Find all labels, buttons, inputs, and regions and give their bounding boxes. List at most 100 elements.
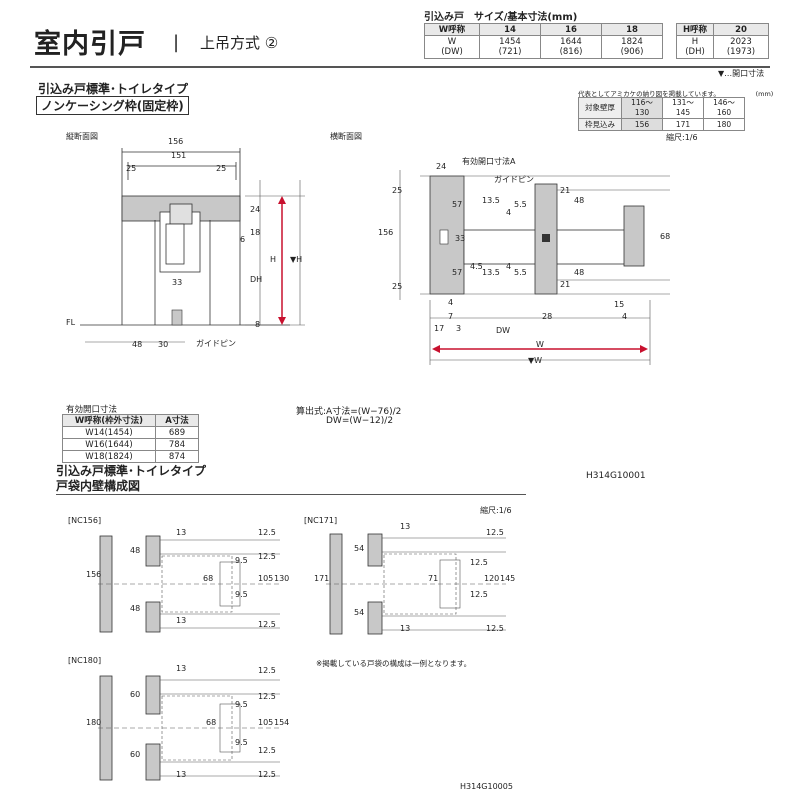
table-cell: 156 xyxy=(621,118,663,131)
dim-33: 33 xyxy=(172,278,183,287)
table-cell: 146～160 xyxy=(703,97,745,119)
nc156-dim-48-top: 48 xyxy=(130,546,141,555)
formula-line2: DW=(W−12)/2 xyxy=(326,416,394,426)
nc156-dim-130: 130 xyxy=(274,574,290,583)
dim-48: 48 xyxy=(132,340,143,349)
nc171-dim-12-5-top: 12.5 xyxy=(470,558,488,567)
h-dim-4-low: 4 xyxy=(448,298,454,307)
h-dim-W: W xyxy=(536,340,544,349)
h-dim-4-bottom: 4 xyxy=(506,262,512,271)
guide-pin-label: ガイドピン xyxy=(196,339,236,348)
h-dim-13-5-top: 13.5 xyxy=(482,196,500,205)
table-cell: A寸法 xyxy=(155,414,199,427)
nc171-dim-12-5-b: 12.5 xyxy=(486,624,504,633)
h-dim-25-top: 25 xyxy=(392,186,403,195)
h-dim-21-bottom: 21 xyxy=(560,280,571,289)
h-dim-28: 28 xyxy=(542,312,553,321)
h-dim-13-5-bottom: 13.5 xyxy=(482,268,500,277)
nc180-dim-12-5-b: 12.5 xyxy=(258,692,276,701)
nc171-dim-12-5-a: 12.5 xyxy=(486,528,504,537)
header-divider xyxy=(30,66,770,68)
opening-table: W呼称(枠外寸法) A寸法 W14(1454) 689 W16(1644) 78… xyxy=(62,414,199,463)
nc156-label: [NC156] xyxy=(68,516,102,525)
table-row: W18(1824) 874 xyxy=(62,450,199,463)
section2-note: ※掲載している戸袋の構成は一例となります。 xyxy=(316,659,472,668)
table-row: W16(1644) 784 xyxy=(62,438,199,451)
table-cell: 784 xyxy=(155,438,199,451)
frame-type-box: ノンケーシング枠(固定枠) xyxy=(36,96,189,115)
h-dim-21-top: 21 xyxy=(560,186,571,195)
dim-156: 156 xyxy=(168,137,184,146)
nc156-dim-13-top: 13 xyxy=(176,528,187,537)
nc180-dim-60-bottom: 60 xyxy=(130,750,141,759)
section2-code: H314G10001 xyxy=(586,471,646,481)
nc180-dim-13-top: 13 xyxy=(176,664,187,673)
section2-scale: 縮尺:1/6 xyxy=(480,506,512,515)
page-subtitle: 上吊方式 ② xyxy=(200,34,279,52)
size-table-row: H (DH) 2023 (1973) xyxy=(676,35,769,59)
nc156-dim-156: 156 xyxy=(86,570,102,579)
nc180-dim-13-bottom: 13 xyxy=(176,770,187,779)
horizontal-section-drawing xyxy=(399,170,670,365)
horizontal-section-label: 横断面図 xyxy=(330,132,362,141)
table-cell: 180 xyxy=(703,118,745,131)
nc171-drawing xyxy=(326,533,506,635)
nc156-drawing xyxy=(98,535,280,633)
size-table-header-row: H呼称 20 xyxy=(676,23,769,36)
table-cell: W14(1454) xyxy=(62,426,156,439)
section2-subtitle: 戸袋内壁構成図 xyxy=(56,479,141,493)
nc180-dim-9-5-bottom: 9.5 xyxy=(235,738,248,747)
table-cell: 116～130 xyxy=(621,97,663,119)
dim-24: 24 xyxy=(250,205,261,214)
h-dim-4-top: 4 xyxy=(506,208,512,217)
table-cell: W18(1824) xyxy=(62,450,156,463)
table-cell: H (DH) xyxy=(676,35,714,59)
vertical-section-drawing xyxy=(80,148,305,343)
section2-title: 引込み戸標準･トイレタイプ xyxy=(56,464,207,478)
dim-18: 18 xyxy=(250,228,261,237)
dim-25-left: 25 xyxy=(126,164,137,173)
nc156-dim-9-5-bottom: 9.5 xyxy=(235,590,248,599)
h-dim-4-right: 4 xyxy=(622,312,628,321)
wall-table-row: 枠見込み 156 171 180 xyxy=(578,118,745,131)
nc171-dim-13-top: 13 xyxy=(400,522,411,531)
nc180-dim-180: 180 xyxy=(86,718,102,727)
h-guide-pin-label: ガイドピン xyxy=(494,175,534,184)
h-dim-24: 24 xyxy=(436,162,447,171)
nc171-dim-54-bottom: 54 xyxy=(354,608,365,617)
nc171-dim-171: 171 xyxy=(314,574,330,583)
dim-6: 6 xyxy=(240,235,246,244)
section2-divider xyxy=(56,494,526,495)
table-cell: 14 xyxy=(479,23,541,36)
effective-opening-label: 有効開口寸法A xyxy=(462,157,516,166)
table-cell: 枠見込み xyxy=(578,118,622,131)
h-dim-5-5-bottom: 5.5 xyxy=(514,268,527,277)
h-dim-57-bottom: 57 xyxy=(452,268,463,277)
nc171-dim-54-top: 54 xyxy=(354,544,365,553)
nc156-dim-9-5-top: 9.5 xyxy=(235,556,248,565)
h-dim-W-open: ▼W xyxy=(528,356,543,365)
vertical-section-label: 縦断面図 xyxy=(66,132,98,141)
title-separator: | xyxy=(173,32,180,53)
h-dim-33: 33 xyxy=(455,234,466,243)
table-cell: W呼称(枠外寸法) xyxy=(62,414,156,427)
opening-note: ▼…開口寸法 xyxy=(718,69,765,78)
nc180-dim-105: 105 xyxy=(258,718,274,727)
nc156-dim-105: 105 xyxy=(258,574,274,583)
table-cell: 18 xyxy=(601,23,663,36)
table-cell: W (DW) xyxy=(424,35,480,59)
section1-title: 引込み戸標準･トイレタイプ xyxy=(38,82,189,96)
nc180-dim-12-5-c: 12.5 xyxy=(258,746,276,755)
h-dim-57-top: 57 xyxy=(452,200,463,209)
nc171-dim-120: 120 xyxy=(484,574,500,583)
nc180-dim-154: 154 xyxy=(274,718,290,727)
dim-H: H xyxy=(270,255,277,264)
table-cell: 689 xyxy=(155,426,199,439)
nc171-label: [NC171] xyxy=(304,516,338,525)
nc171-dim-145: 145 xyxy=(500,574,516,583)
h-dim-48-bottom: 48 xyxy=(574,268,585,277)
dim-25-right: 25 xyxy=(216,164,227,173)
table-cell: 1824 (906) xyxy=(601,35,663,59)
nc156-dim-68: 68 xyxy=(203,574,214,583)
table-cell: 対象壁厚 xyxy=(578,97,622,119)
